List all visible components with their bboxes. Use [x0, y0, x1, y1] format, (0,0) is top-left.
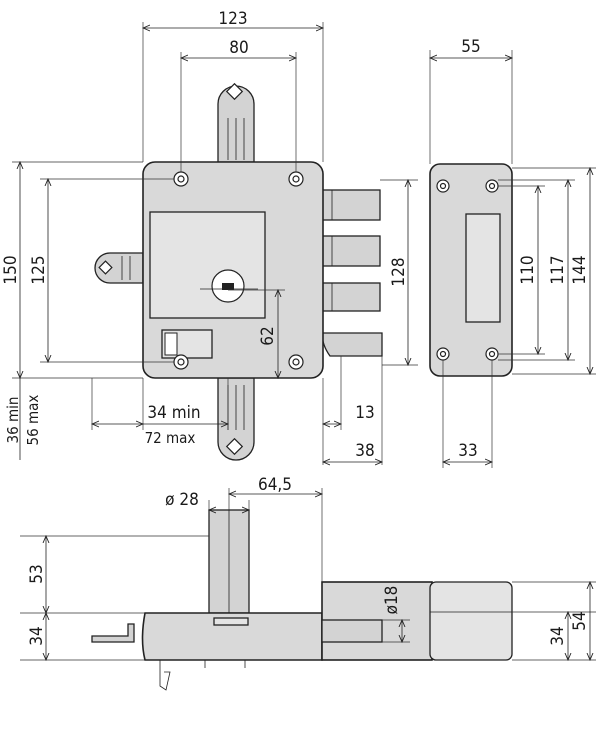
bottom-bolt	[321, 619, 383, 643]
bottom-lever	[91, 623, 135, 643]
dim-latch-offset: 13	[355, 403, 374, 423]
dim-side-bottom-offset: 33	[458, 441, 477, 461]
dim-height-overall: 150	[1, 255, 21, 284]
dim-side-depth: 34	[548, 626, 568, 645]
dim-body-depth: 34	[27, 626, 47, 645]
bottom-hook	[159, 660, 171, 691]
side-screw-tr	[485, 179, 499, 193]
top-bolt-diamond-hole	[225, 82, 244, 101]
side-slot	[465, 213, 501, 323]
dim-backset-max: 56 max	[24, 395, 42, 446]
lever-diamond-hole	[98, 260, 113, 275]
bottom-bolt-diamond-hole	[225, 437, 244, 456]
side-view	[430, 50, 596, 468]
dim-width-overall: 123	[218, 9, 247, 29]
side-screw-bl	[436, 347, 450, 361]
side-screw-tl	[436, 179, 450, 193]
deadbolt-3	[321, 282, 381, 312]
bottom-side-body	[429, 581, 513, 661]
dim-key-to-bottom: 62	[258, 326, 278, 345]
dim-spindle-height: 53	[27, 564, 47, 583]
screw-hole-tr	[288, 171, 304, 187]
dim-spindle-offset: 64,5	[258, 475, 292, 495]
lock-front-plate	[149, 211, 266, 319]
spindle-seat	[213, 617, 249, 626]
dim-side-width: 55	[461, 37, 480, 57]
deadbolt-1	[321, 189, 381, 221]
deadbolt-2	[321, 235, 381, 267]
dim-side-spacing-b: 117	[548, 255, 568, 284]
dim-spindle-diameter: ø 28	[165, 490, 199, 510]
dim-latch-projection: 38	[355, 441, 374, 461]
dim-backset-min: 36 min	[4, 397, 22, 444]
screw-hole-br	[288, 354, 304, 370]
dim-side-height: 144	[570, 255, 590, 284]
dim-screw-spacing-v: 125	[29, 255, 49, 284]
dim-cylinder-min: 34 min	[147, 403, 200, 423]
bottom-view	[20, 488, 596, 691]
dim-side-spacing-a: 110	[518, 255, 538, 284]
side-screw-br	[485, 347, 499, 361]
dim-bolt-span: 128	[389, 257, 409, 286]
screw-hole-bl	[173, 354, 189, 370]
dim-bolt-diameter: ø18	[382, 586, 402, 615]
keyhole-slot	[222, 283, 234, 290]
left-lever	[94, 252, 144, 284]
screw-hole-tl	[173, 171, 189, 187]
dim-screw-spacing-h: 80	[229, 38, 248, 58]
dim-cylinder-max: 72 max	[145, 429, 196, 447]
dim-side-depth-overall: 54	[570, 611, 590, 630]
front-view	[12, 22, 418, 465]
latch	[321, 332, 383, 357]
bottom-body	[141, 612, 323, 661]
